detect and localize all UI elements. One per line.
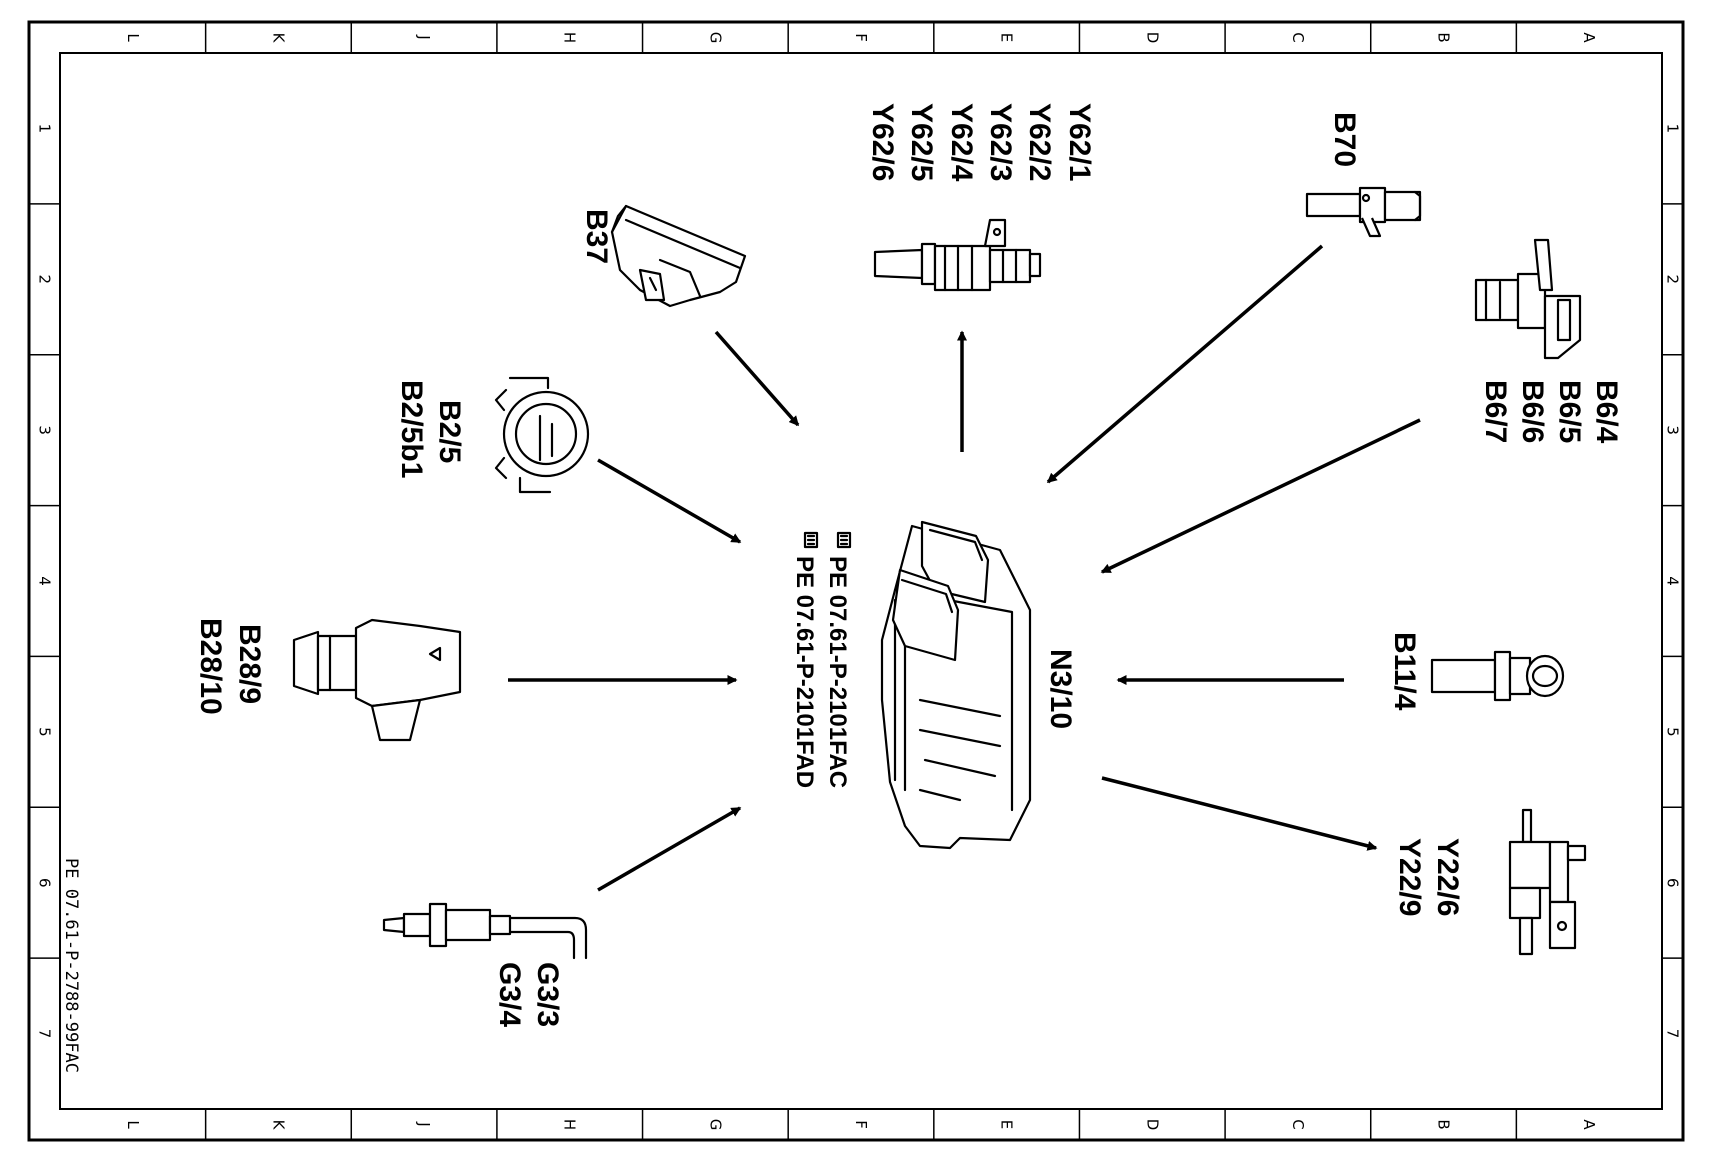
- grid-row-label: 4: [36, 576, 54, 586]
- grid-column-label: E: [998, 33, 1016, 42]
- b2-label: B2/5: [433, 400, 466, 463]
- y62-label: Y62/1: [1063, 103, 1096, 181]
- grid-row-label: 5: [36, 727, 54, 737]
- arrow-b70-to-n3: [1046, 244, 1324, 484]
- grid-column-label: D: [1143, 32, 1161, 44]
- grid-column-label: G: [706, 32, 724, 44]
- ref-link-2101fac[interactable]: PE 07.61-P-2101FAC: [824, 556, 851, 788]
- grid-row-label: 6: [36, 878, 54, 888]
- b28-label: B28/10: [194, 618, 227, 715]
- control-unit-refs: PE 07.61-P-2101FAC PE 07.61-P-2101FAD: [791, 531, 852, 788]
- grid-column-label: F: [852, 1120, 870, 1129]
- y22-label: Y22/9: [1393, 838, 1426, 916]
- b28-label: B28/9: [233, 624, 266, 704]
- b37-label: B37: [580, 209, 613, 264]
- grid-column-label: L: [124, 1120, 142, 1129]
- grid-column-label: G: [706, 1119, 724, 1131]
- b2-labels: B2/5 B2/5b1: [395, 380, 466, 478]
- grid-row-label: 6: [1664, 878, 1682, 888]
- b11-4-label: B11/4: [1388, 632, 1421, 711]
- y22-label: Y22/6: [1431, 838, 1464, 916]
- g3-label: G3/4: [493, 962, 526, 1027]
- grid-labels: L L K K J J H H G G F F E E D D C C B B A A 1 1 2 2 3 3 4 4 5 5 6 6 7 7: [36, 32, 1682, 1131]
- grid-row-label: 3: [1664, 425, 1682, 435]
- b6-label: B6/5: [1553, 380, 1586, 443]
- grid-column-label: A: [1580, 32, 1598, 43]
- b6-labels: B6/4 B6/5 B6/6 B6/7: [1479, 380, 1623, 444]
- grid-column-label: B: [1435, 1119, 1453, 1129]
- y62-label: Y62/3: [984, 103, 1017, 181]
- grid-row-label: 7: [1664, 1029, 1682, 1039]
- grid-column-label: H: [561, 1119, 579, 1130]
- signal-arrows: [508, 244, 1421, 892]
- y62-label: Y62/5: [905, 103, 938, 181]
- hand-pointer-icon: [803, 531, 819, 549]
- grid-row-label: 1: [36, 124, 54, 134]
- grid-row-label: 2: [1664, 275, 1682, 285]
- grid-row-label: 4: [1664, 576, 1682, 586]
- b28-labels: B28/9 B28/10: [194, 618, 266, 715]
- grid-column-label: A: [1580, 1119, 1598, 1130]
- b11-4-coolant-sensor-icon: [1430, 650, 1565, 702]
- grid-row-label: 2: [36, 275, 54, 285]
- grid-column-label: L: [124, 33, 142, 42]
- grid-column-label: D: [1143, 1119, 1161, 1131]
- grid-row-label: 5: [1664, 727, 1682, 737]
- drawing-frame: [27, 20, 1685, 1142]
- y62-injector-icon: [873, 218, 1042, 292]
- arrow-g3-to-n3: [597, 806, 742, 892]
- y22-labels: Y22/6 Y22/9: [1393, 838, 1464, 916]
- y62-label: Y62/2: [1023, 103, 1056, 181]
- y62-label: Y62/4: [945, 103, 978, 182]
- grid-row-label: 7: [36, 1029, 54, 1039]
- b6-camshaft-sensor-icon: [1474, 238, 1582, 360]
- grid-column-label: J: [415, 34, 433, 39]
- b37-pedal-sensor-icon: [610, 204, 747, 308]
- grid-column-label: E: [998, 1120, 1016, 1129]
- grid-row-label: 1: [1664, 124, 1682, 134]
- control-unit-n3-10-icon: [880, 520, 1032, 850]
- control-unit-label: N3/10: [1044, 649, 1077, 729]
- y22-switchover-valve-icon: [1508, 808, 1587, 956]
- b6-label: B6/6: [1516, 380, 1549, 443]
- grid-column-label: B: [1435, 32, 1453, 42]
- grid-column-label: J: [415, 1121, 433, 1126]
- arrow-b37-to-n3: [714, 330, 800, 427]
- hand-pointer-icon: [836, 531, 852, 549]
- grid-column-label: F: [852, 33, 870, 42]
- b6-label: B6/4: [1590, 380, 1623, 444]
- grid-column-label: K: [269, 33, 287, 44]
- b70-sensor-icon: [1305, 186, 1422, 238]
- b28-pressure-sensor-icon: [292, 618, 462, 742]
- ref-link-2101fad[interactable]: PE 07.61-P-2101FAD: [791, 556, 818, 788]
- grid-column-label: C: [1289, 1119, 1307, 1129]
- arrow-n3-to-y22: [1101, 776, 1378, 851]
- g3-labels: G3/3 G3/4: [493, 962, 564, 1027]
- arrow-b6-to-n3: [1100, 418, 1421, 574]
- b2-label: B2/5b1: [395, 380, 428, 478]
- b2-5-air-mass-sensor-icon: [494, 376, 590, 494]
- grid-column-label: K: [269, 1120, 287, 1131]
- y62-label: Y62/6: [866, 103, 899, 181]
- document-id: PE 07.61-P-2788-99FAC: [61, 858, 81, 1073]
- b6-label: B6/7: [1479, 380, 1512, 443]
- grid-column-label: H: [561, 32, 579, 43]
- g3-label: G3/3: [531, 962, 564, 1027]
- y62-labels: Y62/1 Y62/2 Y62/3 Y62/4 Y62/5 Y62/6: [866, 103, 1096, 182]
- arrow-b2-to-n3: [597, 458, 742, 544]
- grid-row-label: 3: [36, 425, 54, 435]
- grid-column-label: C: [1289, 32, 1307, 42]
- g3-oxygen-sensor-icon: [382, 902, 588, 960]
- b70-label: B70: [1328, 112, 1361, 167]
